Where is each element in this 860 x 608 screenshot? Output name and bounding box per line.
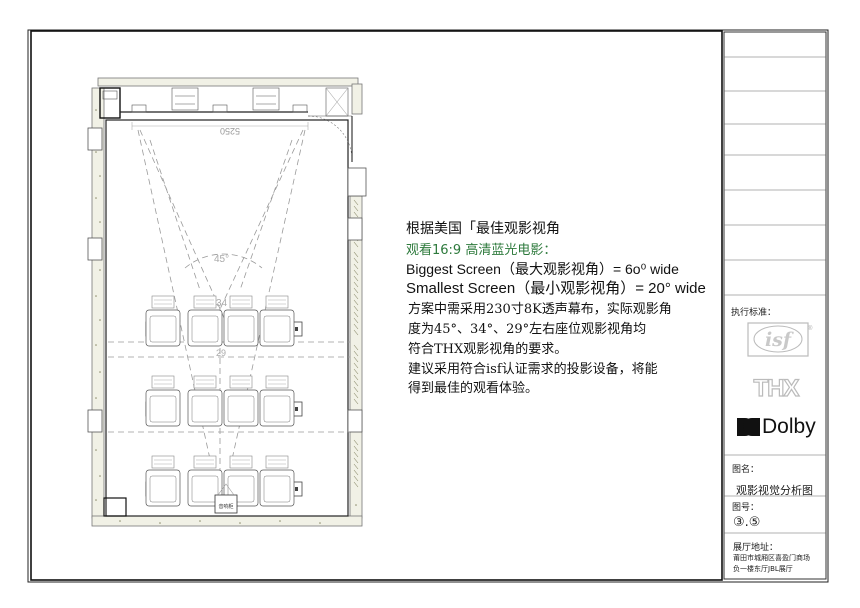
inner-room xyxy=(105,119,349,517)
recliner-seat xyxy=(145,455,181,507)
drawing-frame xyxy=(30,30,723,581)
cupholder-icon xyxy=(295,327,298,331)
drawing-name-label: 图名： xyxy=(732,465,760,475)
wall-top xyxy=(97,77,359,87)
figure-number: ③.⑤ xyxy=(733,515,761,530)
isf-logo-text: isf xyxy=(765,329,794,351)
figure-number-label: 图号： xyxy=(732,503,760,513)
angle-34-label: 34 xyxy=(216,298,228,309)
recliner-seat xyxy=(187,295,223,347)
acoustic-panels xyxy=(353,199,359,488)
screen-equipment-row xyxy=(99,87,353,162)
equipment-label: 音响柜 xyxy=(218,503,233,510)
drawing-name: 观影视觉分析图 xyxy=(736,484,813,497)
notes-biggest-screen: Biggest Screen（最大观影视角）= 6o⁰ wide xyxy=(406,261,679,277)
title-block-dividers xyxy=(724,56,826,534)
notes-title: 根据美国「最佳观影视角 xyxy=(406,221,560,237)
thx-logo-text: THX xyxy=(754,375,800,402)
dolby-logo-text: Dolby xyxy=(762,415,816,438)
dimension-line xyxy=(131,122,309,130)
wall-bottom xyxy=(91,515,363,527)
wall-left xyxy=(91,87,105,519)
dolby-logo xyxy=(737,418,760,436)
cupholder-icon xyxy=(295,407,298,411)
recliner-seat xyxy=(259,375,295,427)
thx-logo: THX xyxy=(753,374,801,402)
address-label: 展厅地址： xyxy=(733,543,779,553)
recliner-seat xyxy=(187,375,223,427)
columns xyxy=(87,127,367,433)
notes-paragraph-line: 建议采用符合isf认证需求的投影设备，将能 xyxy=(408,362,658,377)
notes-paragraph-line: 度为45°、34°、29°左右座位观影视角均 xyxy=(408,322,647,337)
viewing-angle-lines xyxy=(108,129,350,483)
recliner-seat xyxy=(259,295,295,347)
corner-block xyxy=(103,497,127,517)
notes-paragraph-line: 得到最佳的观看体验。 xyxy=(408,381,539,396)
equipment-cabinet: 音响柜 xyxy=(214,483,238,514)
exec-standard-label: 执行标准： xyxy=(731,308,777,318)
recliner-seat xyxy=(187,455,223,507)
isf-logo: isf ® xyxy=(747,322,813,357)
recliner-seat xyxy=(223,295,259,347)
address-line-2: 负一楼东厅JBL展厅 xyxy=(733,565,793,573)
seating-area xyxy=(145,295,303,507)
angle-45-label: 45° xyxy=(214,254,229,265)
cupholder-icon xyxy=(295,487,298,491)
notes-smallest-screen: Smallest Screen（最小观影视角）= 20° wide xyxy=(406,280,706,297)
dimension-label: 5250 xyxy=(220,126,240,136)
svg-text:®: ® xyxy=(808,325,813,332)
title-block-frame xyxy=(723,31,827,580)
angle-29-label: 29 xyxy=(216,348,226,358)
notes-subtitle: 观看16:9 高清蓝光电影： xyxy=(406,243,557,258)
recliner-seat xyxy=(259,455,295,507)
recliner-seat xyxy=(145,375,181,427)
notes-paragraph-line: 方案中需采用230寸8K透声幕布，实际观影角 xyxy=(408,302,672,317)
recliner-seat xyxy=(145,295,181,347)
notes-paragraph-line: 符合THX观影视角的要求。 xyxy=(408,342,568,357)
recliner-seat xyxy=(223,375,259,427)
wall-top-right xyxy=(351,83,363,115)
address-line-1: 莆田市城厢区喜盈门商场 xyxy=(733,554,810,562)
sheet-border-outer xyxy=(27,29,829,583)
